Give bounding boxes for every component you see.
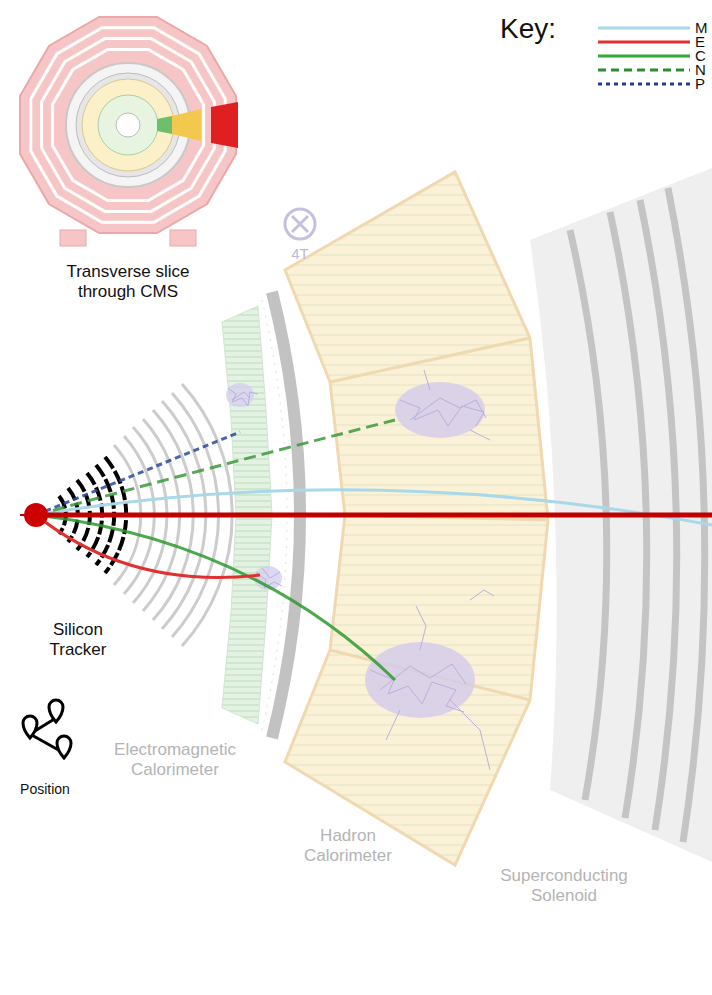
particle-tracks-part (36, 432, 240, 515)
position-icon (23, 700, 71, 758)
cms-inset-part (211, 102, 238, 148)
cms-inset-part (76, 73, 180, 177)
particle-showers-part (370, 606, 490, 770)
part-name: Hadron Calorimeter (283, 826, 413, 865)
part-name: Electromagnetic Calorimeter (85, 740, 265, 779)
particle-showers-part (400, 370, 490, 440)
cms-inset-part (60, 230, 86, 246)
particle-showers-part (470, 590, 494, 600)
particle-tracks-part (36, 490, 712, 525)
cms-inset-part (31, 28, 225, 222)
particle-showers-part (395, 382, 485, 438)
legend-sample (598, 55, 690, 58)
hadron-calorimeter-part (285, 172, 548, 865)
field-symbol-part (292, 216, 308, 232)
cms-inset-part (42, 39, 215, 212)
cms-inset-part (157, 116, 172, 134)
particle-tracks-part (36, 420, 395, 515)
legend-sample (598, 41, 690, 44)
legend-entry: M (695, 20, 708, 35)
legend-sample (598, 69, 690, 72)
cms-inset-part (82, 79, 174, 171)
legend-entry: C (695, 48, 706, 63)
legend-sample (598, 83, 690, 86)
legend-entry: N (695, 62, 706, 77)
cms-inset-part (170, 230, 196, 246)
cms-inset-part (52, 49, 203, 200)
field-symbol-part (292, 216, 308, 232)
particle-tracks-part (36, 515, 260, 578)
particle-showers-part (256, 568, 282, 588)
field-symbol-part (285, 209, 315, 239)
particle-showers-part (228, 388, 258, 406)
particle-tracks-part (24, 503, 48, 527)
position-icon-part (23, 716, 37, 738)
part-name: Superconducting Solenoid (469, 866, 659, 905)
cms-inset-part (20, 17, 236, 233)
cms-inset (20, 17, 238, 246)
hadron-calorimeter-part (330, 338, 530, 382)
hadron-calorimeter (285, 172, 548, 865)
part-name: Silicon Tracker (28, 620, 128, 659)
cms-inset-part (66, 63, 190, 187)
cms-inset-part (172, 109, 201, 141)
icon-caption: Position (5, 781, 85, 797)
particle-showers-part (365, 642, 475, 718)
field-strength: 4T (280, 245, 320, 262)
particle-tracks-part (36, 513, 712, 518)
field-symbol (285, 209, 315, 239)
legend-entry: E (695, 34, 705, 49)
position-icon-part (57, 736, 71, 758)
particle-tracks (20, 420, 712, 680)
position-icon-part (49, 700, 63, 722)
legend-heading: Key: (500, 13, 580, 45)
legend-sample (598, 27, 690, 30)
cms-inset-part (116, 113, 140, 137)
cms-inset-part (98, 95, 158, 155)
inset-caption: Transverse slice through CMS (43, 262, 213, 301)
legend-entry: P (695, 76, 705, 91)
